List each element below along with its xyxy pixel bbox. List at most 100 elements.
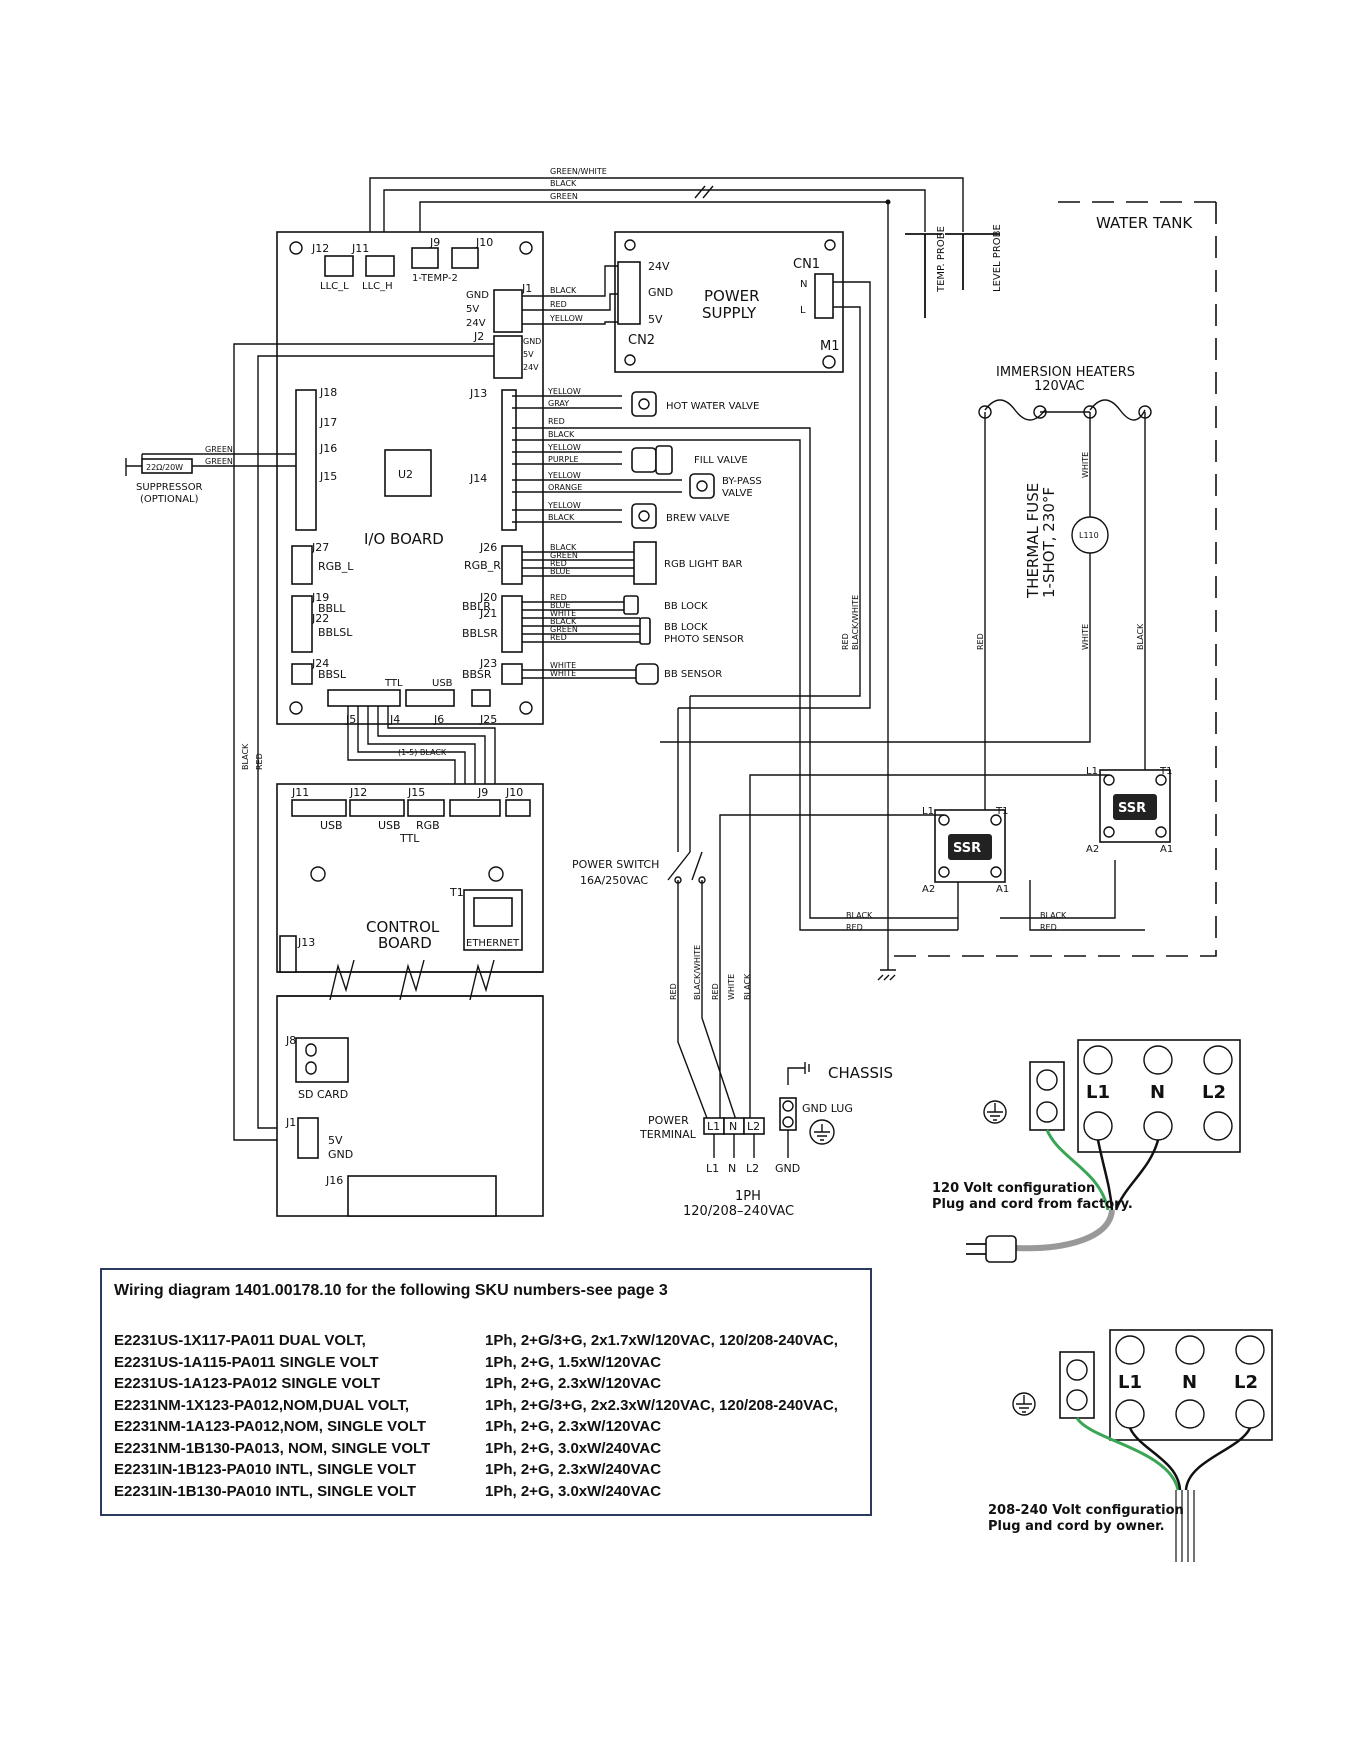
svg-text:A1: A1 bbox=[996, 884, 1009, 895]
sku-spec: 1Ph, 2+G/3+G, 2x2.3xW/120VAC, 120/208-24… bbox=[485, 1396, 838, 1414]
svg-text:WHITE: WHITE bbox=[550, 661, 576, 670]
sku-spec: 1Ph, 2+G, 1.5xW/120VAC bbox=[485, 1353, 662, 1371]
brew-valve-icon bbox=[631, 503, 657, 529]
svg-text:YELLOW: YELLOW bbox=[547, 501, 581, 510]
bb-sensor-icon bbox=[635, 663, 659, 685]
io-board-title: I/O BOARD bbox=[364, 530, 444, 548]
connector-j12 bbox=[324, 255, 354, 277]
svg-text:TERMINAL: TERMINAL bbox=[639, 1128, 697, 1141]
sku-row: E2231US-1X117-PA011 DUAL VOLT,1Ph, 2+G/3… bbox=[114, 1332, 838, 1349]
ground-symbol-icon bbox=[809, 1119, 835, 1145]
connector-j13-j14 bbox=[501, 389, 517, 531]
cb-connector-j9 bbox=[449, 799, 501, 817]
plug-icon bbox=[985, 1235, 1017, 1263]
svg-text:POWER: POWER bbox=[648, 1114, 689, 1127]
svg-text:GREEN: GREEN bbox=[205, 457, 233, 466]
hot-water-valve-icon bbox=[631, 391, 657, 417]
svg-text:BLACK/WHITE: BLACK/WHITE bbox=[693, 945, 702, 1000]
connector-j19-j22 bbox=[291, 595, 313, 653]
connector-cn2 bbox=[617, 261, 641, 325]
sku-spec: 1Ph, 2+G, 3.0xW/240VAC bbox=[485, 1439, 662, 1457]
sku-spec: 1Ph, 2+G/3+G, 2x1.7xW/120VAC, 120/208-24… bbox=[485, 1332, 838, 1349]
svg-text:J14: J14 bbox=[469, 472, 487, 485]
svg-text:J21: J21 bbox=[479, 607, 497, 620]
svg-text:RED: RED bbox=[550, 300, 567, 309]
svg-text:RED: RED bbox=[669, 983, 678, 1000]
svg-text:Plug and cord by owner.: Plug and cord by owner. bbox=[988, 1519, 1165, 1534]
svg-text:SSR: SSR bbox=[1118, 801, 1146, 816]
svg-text:BB LOCK: BB LOCK bbox=[664, 622, 708, 633]
svg-text:LLC_H: LLC_H bbox=[362, 281, 393, 292]
svg-text:BLUE: BLUE bbox=[550, 567, 570, 576]
svg-text:YELLOW: YELLOW bbox=[549, 314, 583, 323]
svg-text:BBSL: BBSL bbox=[318, 668, 347, 681]
svg-text:24V: 24V bbox=[466, 318, 486, 329]
svg-text:LEVEL PROBE: LEVEL PROBE bbox=[992, 224, 1003, 292]
svg-text:BREW VALVE: BREW VALVE bbox=[666, 513, 730, 524]
connector-j10 bbox=[451, 247, 479, 269]
svg-text:BLUE: BLUE bbox=[550, 601, 570, 610]
svg-text:GREEN: GREEN bbox=[205, 445, 233, 454]
svg-text:5V: 5V bbox=[328, 1134, 343, 1147]
svg-text:TTL: TTL bbox=[399, 832, 420, 845]
sku-number: E2231IN-1B123-PA010 INTL, SINGLE VOLT bbox=[114, 1461, 417, 1478]
connector-ttl bbox=[327, 689, 401, 707]
svg-text:USB: USB bbox=[320, 819, 343, 832]
svg-text:USB: USB bbox=[378, 819, 401, 832]
svg-text:HOT WATER VALVE: HOT WATER VALVE bbox=[666, 401, 759, 412]
connector-j27 bbox=[291, 545, 313, 585]
svg-text:J5: J5 bbox=[345, 713, 356, 726]
svg-text:RED: RED bbox=[255, 753, 264, 770]
ground-terminal-block bbox=[1029, 1061, 1065, 1131]
svg-text:BLACK: BLACK bbox=[241, 743, 250, 770]
svg-text:L1: L1 bbox=[1086, 766, 1098, 777]
sku-spec: 1Ph, 2+G, 2.3xW/120VAC bbox=[485, 1375, 662, 1392]
svg-text:GREEN: GREEN bbox=[550, 625, 578, 634]
svg-text:RED: RED bbox=[550, 593, 567, 602]
svg-text:J27: J27 bbox=[311, 541, 329, 554]
svg-text:U2: U2 bbox=[398, 468, 413, 481]
svg-text:1-TEMP-2: 1-TEMP-2 bbox=[412, 273, 458, 284]
control-board: J11 J12 J15 J9 J10 USB USB TTL RGB CONTR… bbox=[276, 783, 544, 1217]
svg-text:T1: T1 bbox=[1159, 766, 1172, 777]
cb-connector-j16 bbox=[347, 1175, 497, 1217]
svg-text:BBLSR: BBLSR bbox=[462, 627, 498, 640]
svg-text:J26: J26 bbox=[479, 541, 497, 554]
svg-text:J19: J19 bbox=[311, 591, 329, 604]
svg-text:GND: GND bbox=[648, 286, 673, 299]
svg-text:RGB_R: RGB_R bbox=[464, 559, 501, 572]
svg-text:Plug and cord from factory.: Plug and cord from factory. bbox=[932, 1197, 1133, 1212]
svg-text:A2: A2 bbox=[922, 884, 935, 895]
svg-text:1PH: 1PH bbox=[735, 1189, 761, 1204]
svg-text:RGB_L: RGB_L bbox=[318, 560, 354, 573]
svg-text:120/208–240VAC: 120/208–240VAC bbox=[683, 1204, 794, 1219]
svg-text:120 Volt configuration: 120 Volt configuration bbox=[932, 1181, 1095, 1196]
svg-text:IMMERSION HEATERS: IMMERSION HEATERS bbox=[996, 365, 1135, 380]
svg-text:J10: J10 bbox=[505, 786, 523, 799]
svg-text:J16: J16 bbox=[325, 1174, 343, 1187]
svg-text:16A/250VAC: 16A/250VAC bbox=[580, 874, 648, 887]
svg-text:GND: GND bbox=[466, 290, 489, 301]
sku-number: E2231NM-1A123-PA012,NOM, SINGLE VOLT bbox=[114, 1418, 427, 1435]
svg-text:PURPLE: PURPLE bbox=[548, 455, 579, 464]
svg-text:CN1: CN1 bbox=[793, 257, 820, 272]
svg-text:BLACK: BLACK bbox=[550, 286, 577, 295]
svg-text:WHITE: WHITE bbox=[1081, 624, 1090, 650]
chip-u2 bbox=[384, 449, 432, 497]
svg-text:BLACK: BLACK bbox=[548, 513, 575, 522]
svg-text:120VAC: 120VAC bbox=[1034, 379, 1085, 394]
sku-row: E2231NM-1X123-PA012,NOM,DUAL VOLT,1Ph, 2… bbox=[114, 1397, 838, 1414]
svg-text:SSR: SSR bbox=[953, 841, 981, 856]
svg-text:(1-5) BLACK: (1-5) BLACK bbox=[398, 748, 447, 757]
connector-usb bbox=[405, 689, 455, 707]
svg-text:YELLOW: YELLOW bbox=[547, 387, 581, 396]
svg-text:J1: J1 bbox=[521, 282, 532, 295]
rgb-light-bar-icon bbox=[633, 541, 657, 585]
io-board: I/O BOARD J12 J11 J9 J10 LLC_L LLC_H 1-T… bbox=[276, 231, 544, 726]
config-120: L1 N L2 120 Volt configuration Plug and … bbox=[932, 1039, 1241, 1263]
wire-green-white: GREEN/WHITE bbox=[550, 167, 607, 176]
svg-text:L2: L2 bbox=[746, 1162, 759, 1175]
